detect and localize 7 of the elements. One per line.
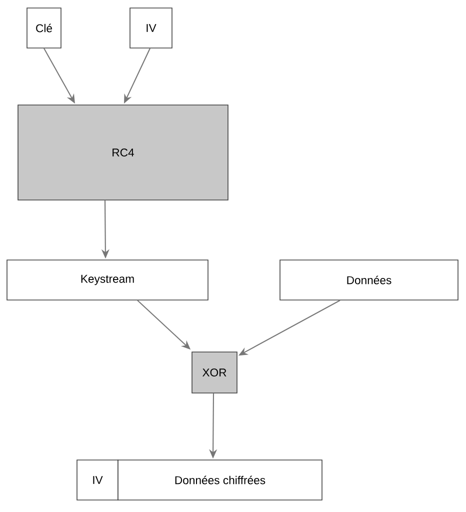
input-box: Clé xyxy=(26,8,62,48)
data-box: Keystream xyxy=(6,260,208,300)
output-cell: IV xyxy=(76,460,118,500)
operation-box: XOR xyxy=(192,352,238,394)
data-box: Données xyxy=(280,260,458,300)
process-box: RC4 xyxy=(18,104,228,200)
input-box: IV xyxy=(130,8,172,48)
